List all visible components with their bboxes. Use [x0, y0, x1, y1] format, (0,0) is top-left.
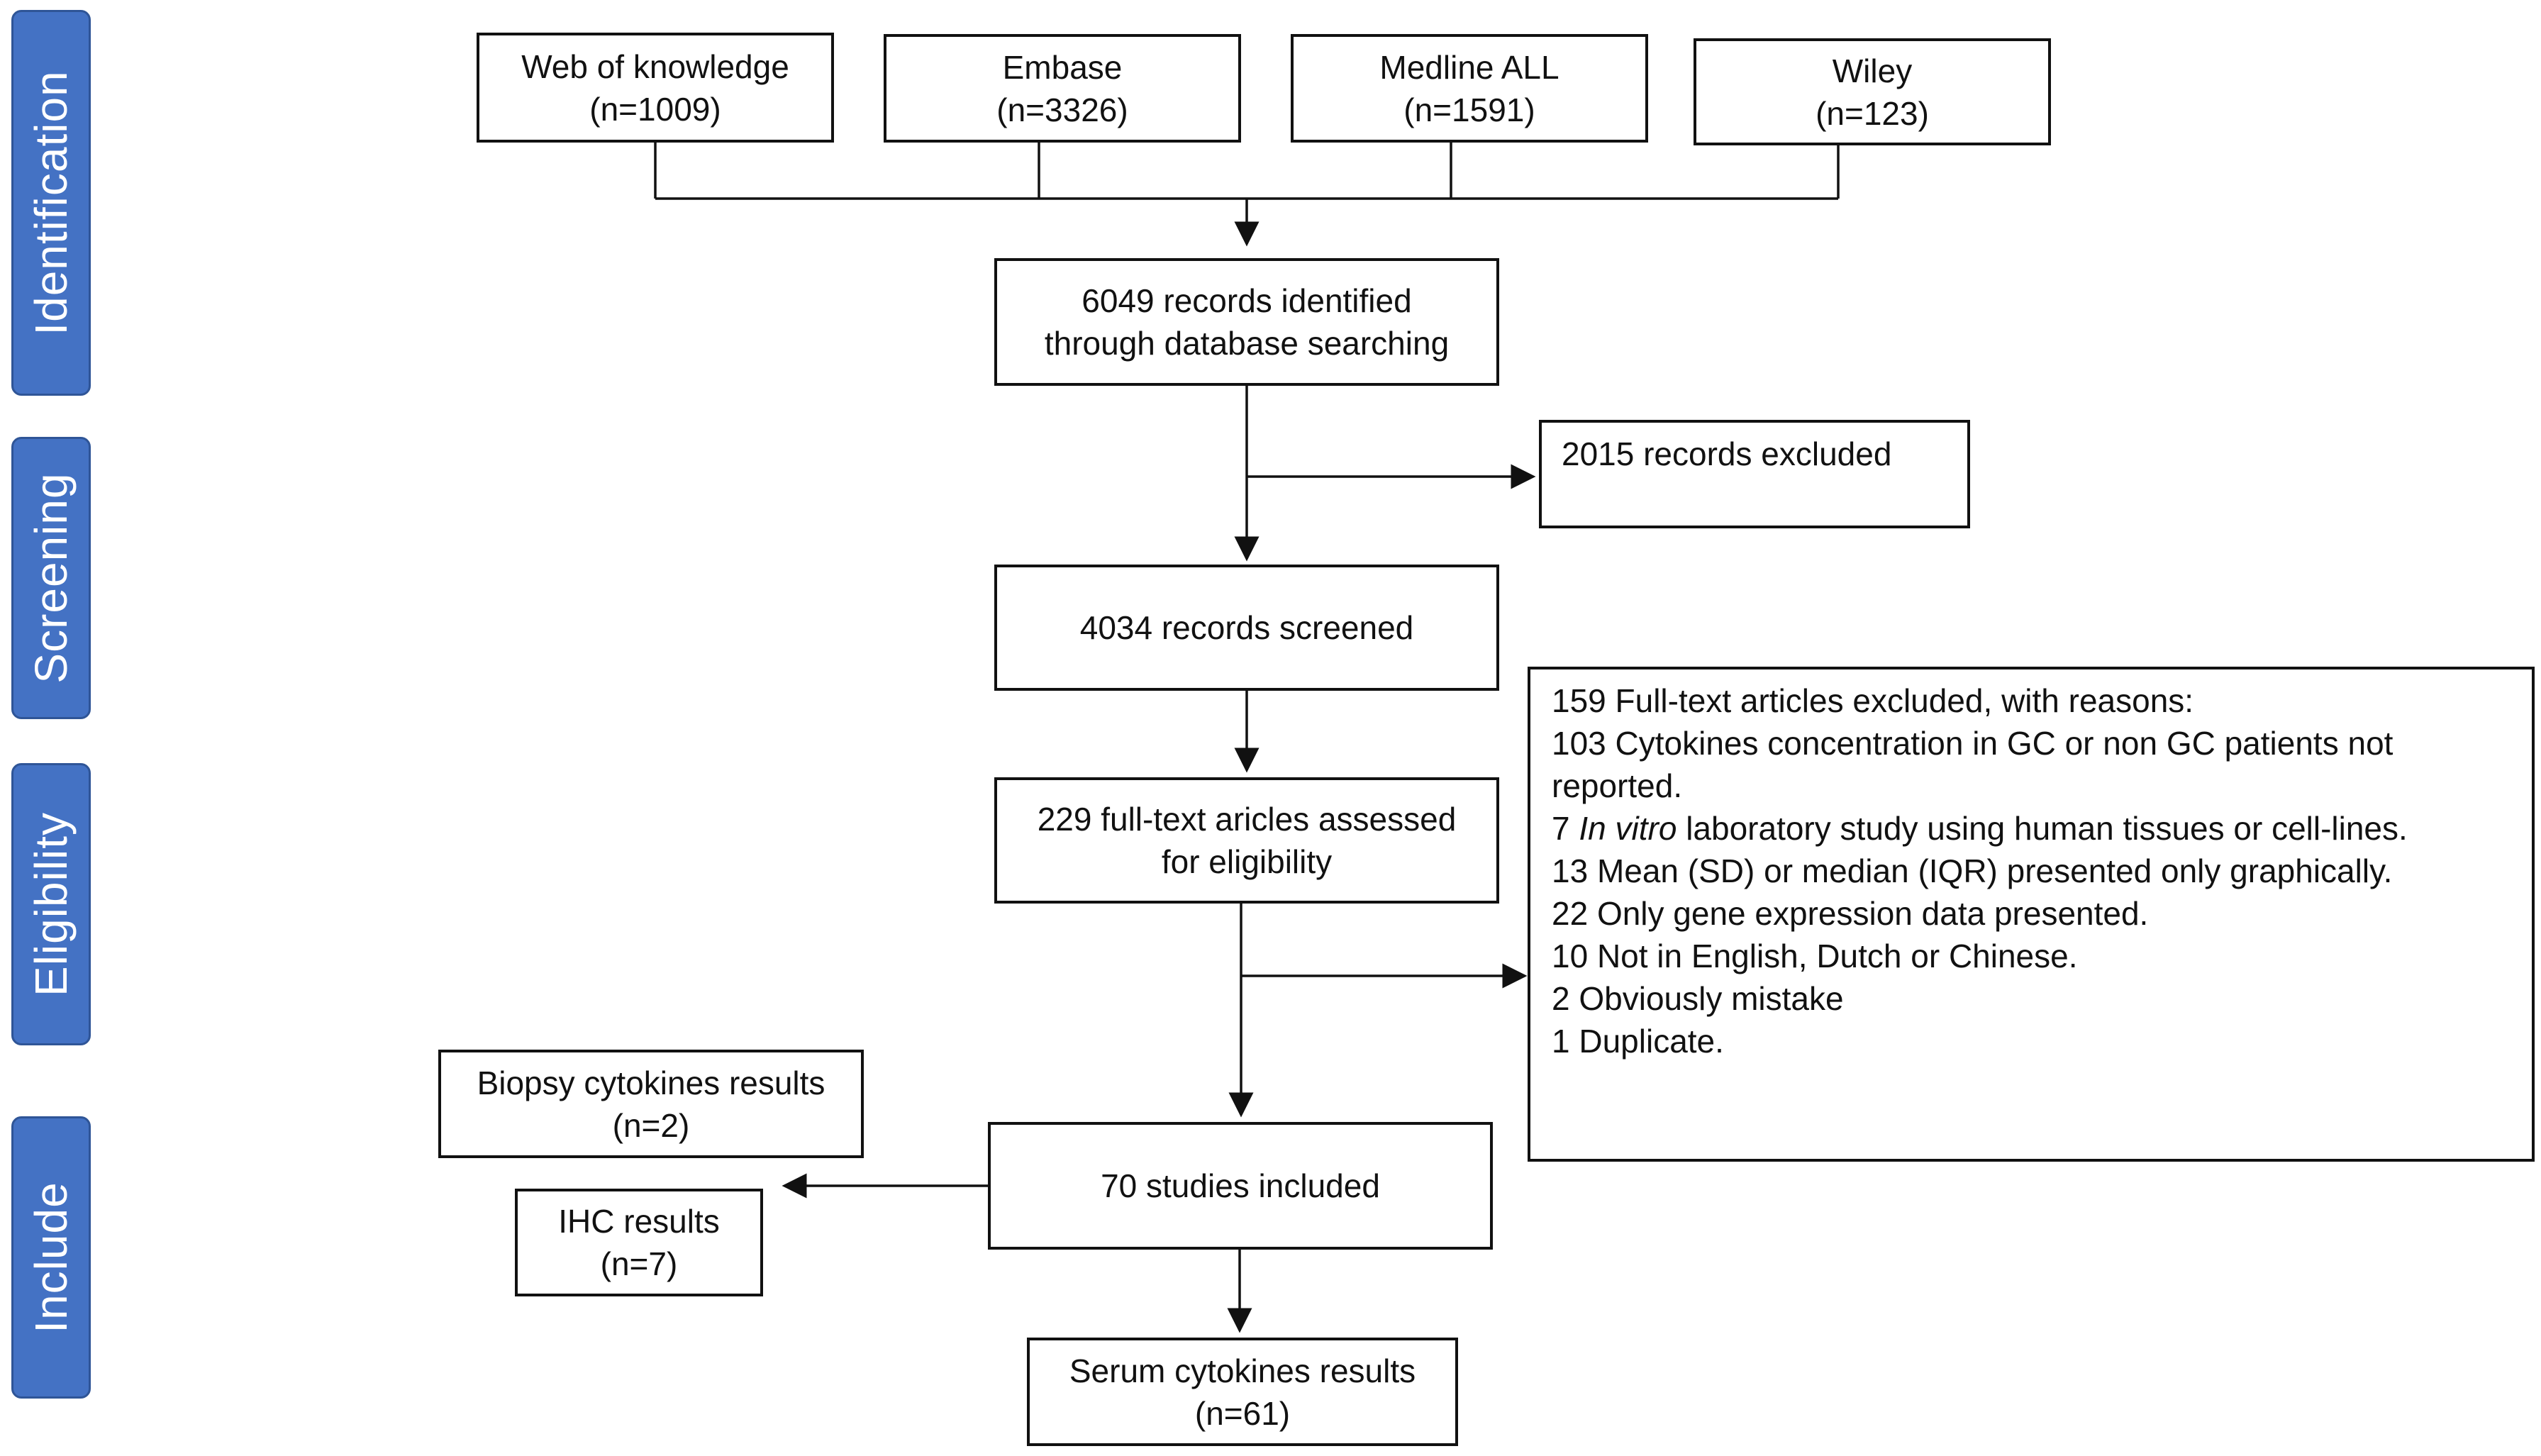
assessed-line-1: 229 full-text aricles assessed [1037, 801, 1457, 838]
stage-screening: Screening [11, 437, 91, 719]
source-count: (n=123) [1816, 94, 1929, 132]
fulltext-excluded-box: 159 Full-text articles excluded, with re… [1528, 667, 2535, 1162]
reason-5: 10 Not in English, Dutch or Chinese. [1552, 938, 2078, 974]
reason-2: 7 In vitro laboratory study using human … [1552, 807, 2408, 850]
biopsy-name: Biopsy cytokines results [477, 1064, 825, 1101]
stage-include: Include [11, 1116, 91, 1399]
serum-count: (n=61) [1194, 1394, 1291, 1432]
ihc-name: IHC results [558, 1203, 720, 1240]
records-excluded-text: 2015 records excluded [1562, 435, 1892, 472]
source-box-embase: Embase (n=3326) [884, 34, 1241, 143]
stage-identification: Identification [11, 10, 91, 396]
reason-3: 13 Mean (SD) or median (IQR) presented o… [1552, 852, 2393, 889]
source-box-web-of-knowledge: Web of knowledge (n=1009) [477, 33, 834, 143]
source-box-wiley: Wiley (n=123) [1694, 38, 2051, 145]
reason-1-line-2: reported. [1552, 767, 1683, 804]
source-name: Embase [1002, 48, 1123, 86]
reason-1-line-1: 103 Cytokines concentration in GC or non… [1552, 725, 2393, 762]
source-count: (n=1009) [589, 90, 721, 128]
ihc-results-box: IHC results (n=7) [515, 1189, 763, 1296]
stage-eligibility: Eligibility [11, 763, 91, 1045]
identified-line-2: through database searching [1044, 325, 1450, 362]
reason-2-prefix: 7 [1552, 810, 1579, 847]
identified-box: 6049 records identified through database… [994, 258, 1499, 386]
serum-name: Serum cytokines results [1069, 1352, 1416, 1389]
source-count: (n=1591) [1403, 91, 1535, 128]
serum-results-box: Serum cytokines results (n=61) [1027, 1338, 1458, 1446]
biopsy-count: (n=2) [612, 1106, 690, 1144]
fulltext-excluded-title: 159 Full-text articles excluded, with re… [1552, 682, 2194, 719]
reason-6: 2 Obviously mistake [1552, 980, 1844, 1017]
identified-line-1: 6049 records identified [1082, 282, 1412, 319]
source-name: Wiley [1832, 52, 1913, 89]
biopsy-results-box: Biopsy cytokines results (n=2) [438, 1050, 864, 1158]
ihc-count: (n=7) [600, 1245, 678, 1282]
included-box: 70 studies included [988, 1122, 1493, 1250]
reason-2-italic: In vitro [1579, 810, 1677, 847]
reason-4: 22 Only gene expression data presented. [1552, 895, 2149, 932]
source-name: Medline ALL [1379, 48, 1559, 86]
records-excluded-box: 2015 records excluded [1539, 420, 1970, 528]
assessed-line-2: for eligibility [1161, 843, 1333, 880]
reason-7: 1 Duplicate. [1552, 1023, 1724, 1060]
screened-box: 4034 records screened [994, 565, 1499, 691]
source-name: Web of knowledge [521, 48, 789, 85]
screened-text: 4034 records screened [1079, 609, 1414, 646]
source-count: (n=3326) [996, 91, 1128, 128]
reason-2-suffix: laboratory study using human tissues or … [1677, 810, 2408, 847]
assessed-box: 229 full-text aricles assessed for eligi… [994, 777, 1499, 904]
included-text: 70 studies included [1101, 1167, 1380, 1204]
source-box-medline-all: Medline ALL (n=1591) [1291, 34, 1648, 143]
